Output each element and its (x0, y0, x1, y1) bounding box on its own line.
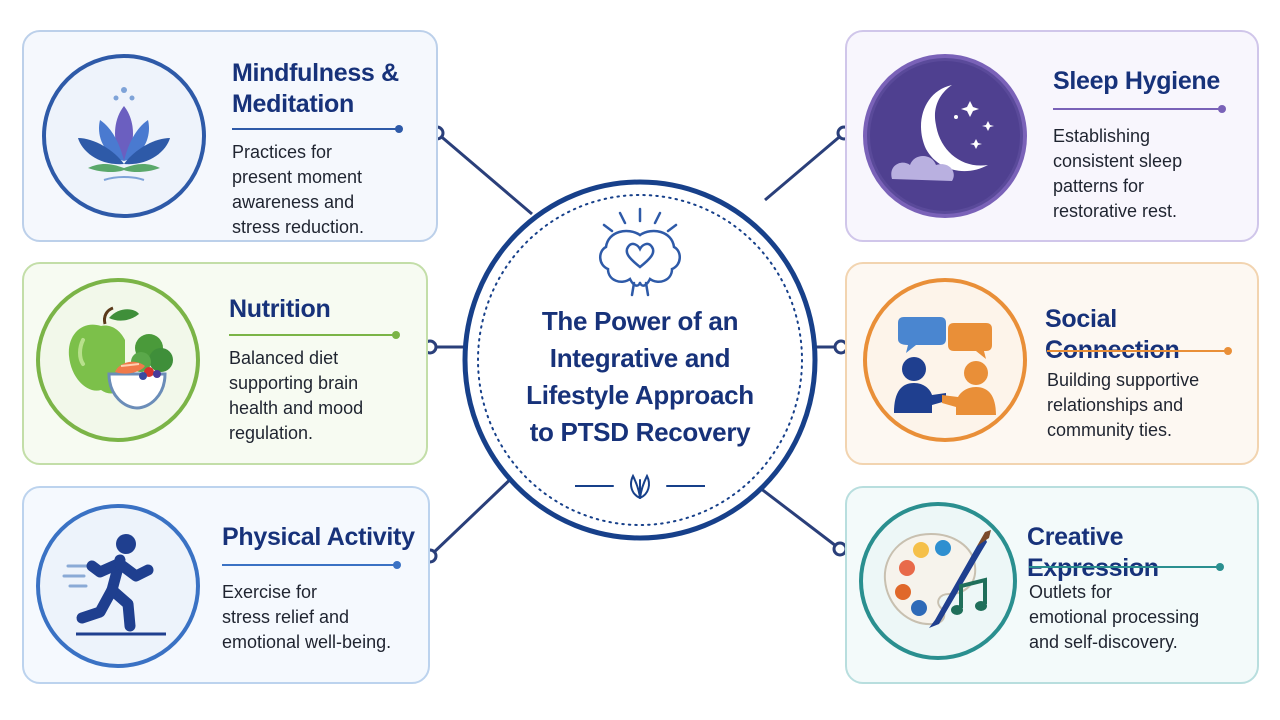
icon-circle (36, 278, 200, 442)
lotus-icon (78, 87, 170, 181)
people-talking-icon (894, 317, 996, 415)
desc-line: Outlets for (1029, 582, 1113, 602)
card-social-connection: Social Connection Building supportive re… (845, 262, 1259, 465)
center-title-line: The Power of an (541, 306, 739, 336)
brain-heart-icon (599, 207, 681, 297)
card-creative-expression: Creative Expression Outlets for emotiona… (845, 486, 1259, 684)
moon-stars-icon (870, 61, 1020, 211)
desc-line: and self-discovery. (1029, 632, 1178, 652)
leaf-ornament-icon (575, 473, 705, 499)
card-title: Nutrition (229, 294, 331, 325)
title-divider (229, 331, 400, 339)
title-divider (1047, 347, 1232, 355)
icon-circle (42, 54, 206, 218)
card-description: Balanced diet supporting brain health an… (229, 346, 363, 446)
desc-line: supporting brain (229, 373, 359, 393)
card-sleep-hygiene: Sleep Hygiene Establishing consistent sl… (845, 30, 1259, 242)
card-physical-activity: Physical Activity Exercise for stress re… (22, 486, 430, 684)
card-title-line: Physical Activity (222, 523, 415, 551)
card-title-line: Meditation (232, 90, 354, 118)
card-title: Mindfulness & Meditation (232, 58, 399, 120)
desc-line: regulation. (229, 423, 314, 443)
card-description: Establishing consistent sleep patterns f… (1053, 124, 1182, 224)
card-title: Social Connection (1045, 304, 1257, 366)
center-title-line: Lifestyle Approach (526, 380, 754, 410)
desc-line: emotional processing (1029, 607, 1200, 627)
icon-circle (863, 54, 1027, 218)
card-title-line: Creative Expression (1027, 523, 1159, 582)
title-divider (1029, 563, 1224, 571)
desc-line: Establishing (1053, 126, 1151, 146)
desc-line: community ties. (1047, 420, 1173, 440)
center-title: The Power of an Integrative and Lifestyl… (505, 303, 775, 451)
card-nutrition: Nutrition Balanced diet supporting brain… (22, 262, 428, 465)
desc-line: awareness and (232, 192, 355, 212)
card-title-line: Mindfulness & (232, 59, 399, 87)
title-divider (232, 125, 403, 133)
title-divider (222, 561, 401, 569)
desc-line: Practices for (232, 142, 333, 162)
center-title-line: Integrative and (549, 343, 731, 373)
card-title-line: Social Connection (1045, 305, 1180, 364)
center-title-line: to PTSD Recovery (529, 417, 751, 447)
desc-line: present moment (232, 167, 363, 187)
card-description: Practices for present moment awareness a… (232, 140, 364, 240)
desc-line: patterns for (1053, 176, 1145, 196)
card-description: Building supportive relationships and co… (1047, 368, 1199, 443)
card-title: Physical Activity (222, 522, 415, 553)
card-description: Exercise for stress relief and emotional… (222, 580, 391, 655)
title-divider (1053, 105, 1226, 113)
desc-line: stress relief and (222, 607, 350, 627)
desc-line: Exercise for (222, 582, 318, 602)
icon-circle (36, 504, 200, 668)
healthy-food-icon (68, 306, 173, 410)
desc-line: relationships and (1047, 395, 1184, 415)
card-title: Creative Expression (1027, 522, 1257, 584)
icon-circle (859, 502, 1017, 660)
runner-icon (62, 534, 166, 636)
desc-line: restorative rest. (1053, 201, 1178, 221)
desc-line: stress reduction. (232, 217, 365, 237)
desc-line: health and mood (229, 398, 364, 418)
card-title-line: Sleep Hygiene (1053, 67, 1220, 95)
desc-line: Building supportive (1047, 370, 1200, 390)
icon-circle (863, 278, 1027, 442)
card-mindfulness: Mindfulness & Meditation Practices for p… (22, 30, 438, 242)
desc-line: Balanced diet (229, 348, 339, 368)
desc-line: consistent sleep (1053, 151, 1183, 171)
card-description: Outlets for emotional processing and sel… (1029, 580, 1199, 655)
card-title: Sleep Hygiene (1053, 66, 1220, 97)
palette-music-icon (883, 530, 991, 628)
desc-line: emotional well-being. (222, 632, 392, 652)
card-title-line: Nutrition (229, 295, 331, 323)
